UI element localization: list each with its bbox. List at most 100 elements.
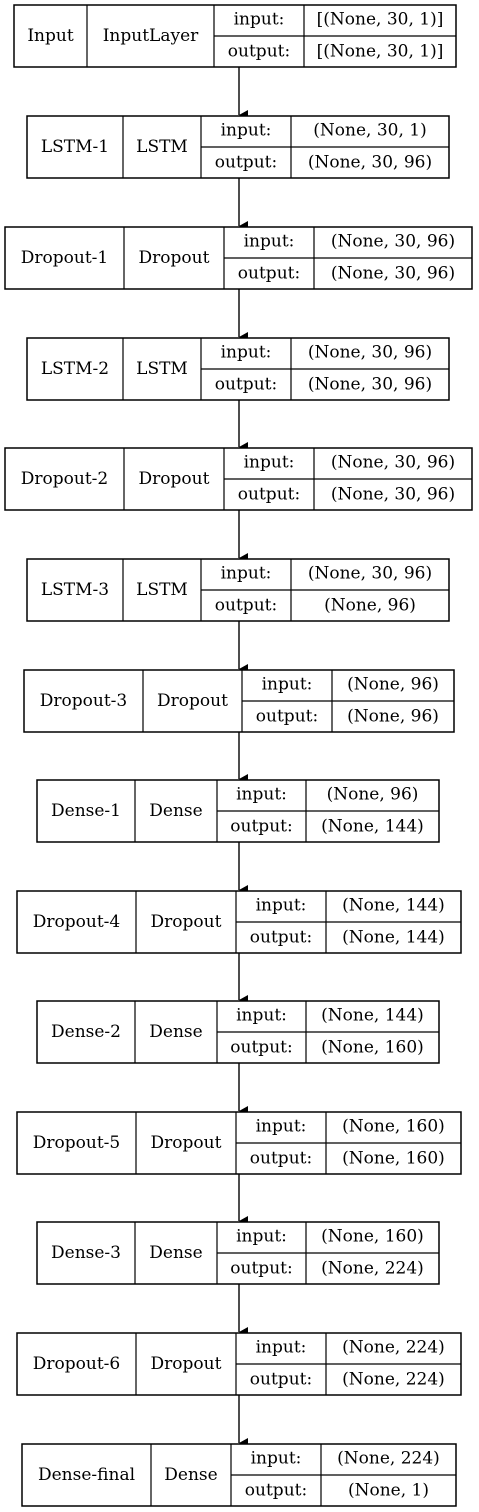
nodes: Input InputLayer input: output: [(None, 30, … — [4, 4, 473, 1507]
input-shape: [(None, 30, 1)] — [317, 10, 444, 30]
output-label: output: — [230, 1259, 292, 1279]
output-label: output: — [215, 153, 277, 173]
layer-node: Dropout-6 Dropout input: output: (None, 224)… — [16, 1332, 462, 1396]
output-shape: (None, 30, 96) — [308, 153, 432, 173]
input-shape: (None, 96) — [327, 785, 419, 805]
layer-name: Input — [27, 26, 73, 46]
input-shape: (None, 224) — [337, 1449, 440, 1469]
input-label: input: — [251, 1449, 302, 1469]
layer-node: Input InputLayer input: output: [(None, 30, … — [13, 4, 457, 68]
layer-node: LSTM-3 LSTM input: output: (None, 30, 96) (No… — [26, 558, 450, 622]
input-label: input: — [262, 675, 313, 695]
layer-type: Dense — [149, 1022, 202, 1042]
input-label: input: — [236, 1006, 287, 1026]
layer-node: Dropout-1 Dropout input: output: (None, 30, … — [4, 226, 473, 290]
layer-name: Dense-final — [38, 1465, 135, 1485]
output-shape: (None, 30, 96) — [331, 264, 455, 284]
input-shape: (None, 30, 96) — [331, 453, 455, 473]
output-label: output: — [250, 928, 312, 948]
layer-name: Dropout-4 — [33, 912, 120, 932]
input-shape: (None, 30, 1) — [313, 121, 426, 141]
layer-name: Dense-1 — [51, 801, 121, 821]
layer-type: LSTM — [136, 359, 188, 379]
output-shape: (None, 160) — [342, 1149, 445, 1169]
output-label: output: — [250, 1149, 312, 1169]
input-label: input: — [221, 564, 272, 584]
input-shape: (None, 160) — [342, 1117, 445, 1137]
output-label: output: — [228, 42, 290, 62]
output-shape: (None, 144) — [321, 817, 424, 837]
layer-type: Dense — [149, 1243, 202, 1263]
layer-type: Dropout — [151, 1133, 222, 1153]
layer-name: Dropout-1 — [21, 248, 108, 268]
layer-node: Dense-3 Dense input: output: (None, 160) (Non… — [36, 1221, 440, 1285]
layer-node: Dropout-5 Dropout input: output: (None, 160)… — [16, 1111, 462, 1175]
layer-name: Dropout-3 — [40, 691, 127, 711]
layer-node: Dense-2 Dense input: output: (None, 144) (Non… — [36, 1000, 440, 1064]
layer-type: Dropout — [151, 1354, 222, 1374]
layer-type: Dropout — [139, 248, 210, 268]
output-shape: (None, 160) — [321, 1038, 424, 1058]
layer-node: Dropout-3 Dropout input: output: (None, 96) (… — [23, 669, 455, 733]
layer-type: Dense — [164, 1465, 217, 1485]
input-shape: (None, 224) — [342, 1338, 445, 1358]
layer-type: Dropout — [139, 469, 210, 489]
layer-name: Dense-2 — [51, 1022, 121, 1042]
input-shape: (None, 144) — [321, 1006, 424, 1026]
output-label: output: — [230, 817, 292, 837]
output-shape: (None, 96) — [324, 596, 416, 616]
input-label: input: — [244, 453, 295, 473]
input-label: input: — [256, 896, 307, 916]
output-shape: (None, 30, 96) — [331, 485, 455, 505]
layer-name: Dense-3 — [51, 1243, 121, 1263]
output-label: output: — [238, 485, 300, 505]
layer-type: LSTM — [136, 580, 188, 600]
layer-name: Dropout-6 — [33, 1354, 120, 1374]
output-shape: (None, 144) — [342, 928, 445, 948]
layer-name: Dropout-2 — [21, 469, 108, 489]
layer-type: Dense — [149, 801, 202, 821]
layer-type: Dropout — [151, 912, 222, 932]
output-label: output: — [215, 596, 277, 616]
input-shape: (None, 30, 96) — [308, 564, 432, 584]
layer-name: LSTM-2 — [41, 359, 109, 379]
layer-node: Dense-final Dense input: output: (None, 224)… — [21, 1443, 457, 1507]
input-label: input: — [236, 1227, 287, 1247]
input-label: input: — [244, 232, 295, 252]
output-shape: (None, 224) — [321, 1259, 424, 1279]
layer-node: LSTM-1 LSTM input: output: (None, 30, 1) (Non… — [26, 115, 450, 179]
input-label: input: — [236, 785, 287, 805]
output-label: output: — [250, 1370, 312, 1390]
output-shape: [(None, 30, 1)] — [317, 42, 444, 62]
output-label: output: — [245, 1481, 307, 1501]
input-label: input: — [234, 10, 285, 30]
output-shape: (None, 1) — [348, 1481, 429, 1501]
layer-type: InputLayer — [103, 26, 199, 46]
layer-node: Dropout-2 Dropout input: output: (None, 30, … — [4, 447, 473, 511]
input-label: input: — [221, 343, 272, 363]
input-shape: (None, 30, 96) — [308, 343, 432, 363]
output-label: output: — [238, 264, 300, 284]
input-shape: (None, 30, 96) — [331, 232, 455, 252]
input-label: input: — [256, 1338, 307, 1358]
output-label: output: — [256, 707, 318, 727]
output-label: output: — [230, 1038, 292, 1058]
output-shape: (None, 224) — [342, 1370, 445, 1390]
input-shape: (None, 144) — [342, 896, 445, 916]
output-shape: (None, 96) — [347, 707, 439, 727]
output-shape: (None, 30, 96) — [308, 375, 432, 395]
layer-node: Dropout-4 Dropout input: output: (None, 144)… — [16, 890, 462, 954]
layer-name: LSTM-1 — [41, 137, 109, 157]
input-shape: (None, 96) — [347, 675, 439, 695]
input-label: input: — [256, 1117, 307, 1137]
layer-node: Dense-1 Dense input: output: (None, 96) (None… — [36, 779, 440, 843]
input-label: input: — [221, 121, 272, 141]
layer-type: LSTM — [136, 137, 188, 157]
input-shape: (None, 160) — [321, 1227, 424, 1247]
layer-node: LSTM-2 LSTM input: output: (None, 30, 96) (No… — [26, 337, 450, 401]
output-label: output: — [215, 375, 277, 395]
layer-type: Dropout — [157, 691, 228, 711]
layer-name: LSTM-3 — [41, 580, 109, 600]
layer-name: Dropout-5 — [33, 1133, 120, 1153]
